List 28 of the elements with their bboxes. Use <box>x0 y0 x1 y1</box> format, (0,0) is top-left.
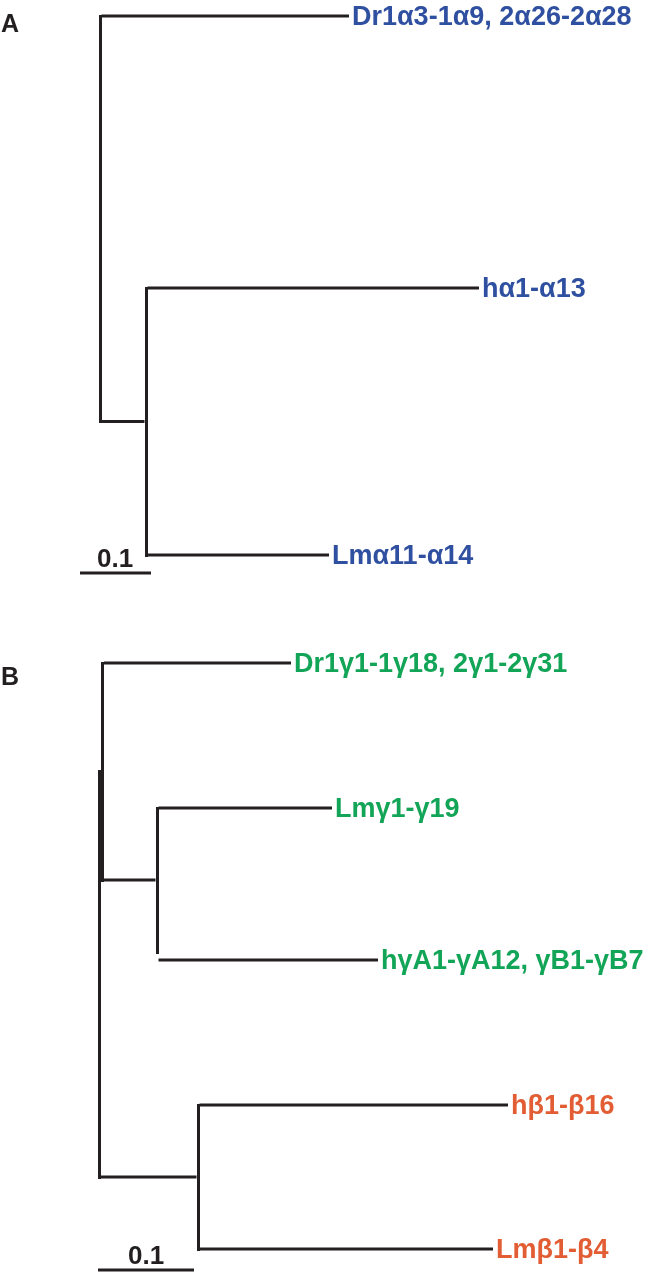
tree-branch <box>199 1103 508 1107</box>
tree-branch <box>147 553 329 557</box>
taxon-label: Dr1γ1-1γ18, 2γ1-2γ31 <box>291 650 568 677</box>
taxon-label: Dr1α3-1α9, 2α26-2α28 <box>349 3 632 30</box>
tree-branch <box>104 661 291 665</box>
tree-branch <box>101 1175 197 1179</box>
vertical-branch <box>144 286 148 557</box>
tree-branch <box>158 958 378 962</box>
scale-label: 0.1 <box>97 545 134 571</box>
tree-branch <box>158 806 332 810</box>
panel-label: A <box>1 11 20 36</box>
panel-label: B <box>1 664 20 689</box>
vertical-branch <box>98 661 104 1179</box>
taxon-label: hβ1-β16 <box>508 1092 615 1119</box>
taxon-label: Lmβ1-β4 <box>493 1236 609 1263</box>
scale-label: 0.1 <box>128 1242 165 1268</box>
taxon-label: Lmγ1-γ19 <box>332 795 460 822</box>
tree-branch <box>101 420 145 423</box>
taxon-label: Lmα11-α14 <box>329 542 474 569</box>
tree-branch <box>147 286 479 290</box>
vertical-branch <box>196 1103 200 1251</box>
taxon-label: hγA1-γA12, γB1-γB7 <box>378 947 644 974</box>
tree-branch <box>101 14 349 18</box>
tree-branch <box>199 1247 493 1251</box>
taxon-label: hα1-α13 <box>479 275 586 302</box>
vertical-branch <box>155 806 159 954</box>
vertical-branch <box>98 14 102 423</box>
tree-branch <box>104 878 156 882</box>
